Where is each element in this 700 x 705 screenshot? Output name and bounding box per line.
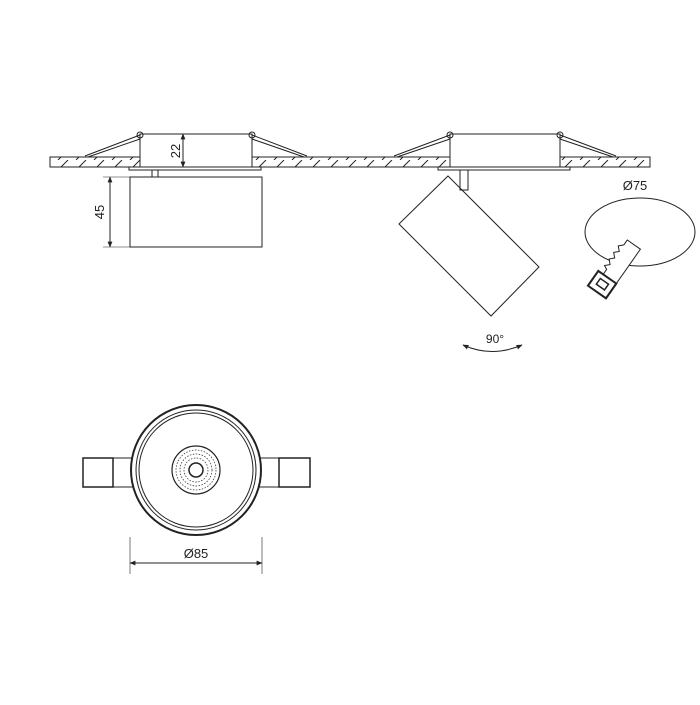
tilted-fixture-side-view — [393, 131, 617, 352]
cutout-diameter-label: Ø75 — [623, 178, 648, 193]
housing-height-label: 22 — [168, 144, 183, 158]
body-height-label: 45 — [92, 205, 107, 219]
cutout-diagram — [584, 197, 696, 300]
tilt-angle-label: 90° — [486, 332, 504, 346]
fixed-fixture-side-view — [84, 131, 308, 248]
outer-diameter-label: Ø85 — [184, 546, 209, 561]
saw-icon — [586, 239, 642, 300]
fixture-bottom-view — [82, 404, 311, 574]
